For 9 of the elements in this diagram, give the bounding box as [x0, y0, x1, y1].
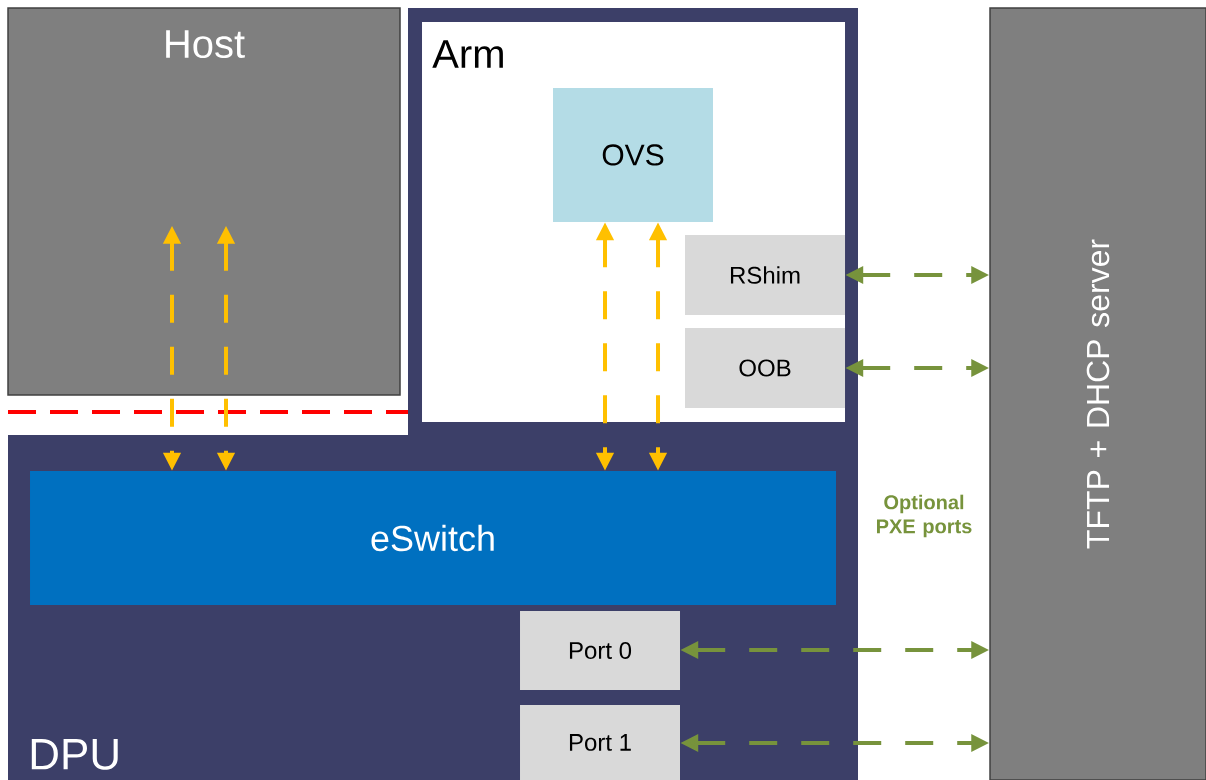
- rshim-box: RShim: [685, 235, 845, 315]
- oob-box: OOB: [685, 328, 845, 408]
- port-box: Port 1: [520, 705, 680, 780]
- host-box: Host: [7, 7, 401, 396]
- note-text: Optional PXE ports: [877, 494, 972, 538]
- server-box: TFTP + DHCP server: [989, 7, 1206, 780]
- ovs-box: OVS: [553, 88, 713, 222]
- eswitch-box: eSwitch: [30, 471, 836, 605]
- port-box: Port 0: [520, 611, 680, 690]
